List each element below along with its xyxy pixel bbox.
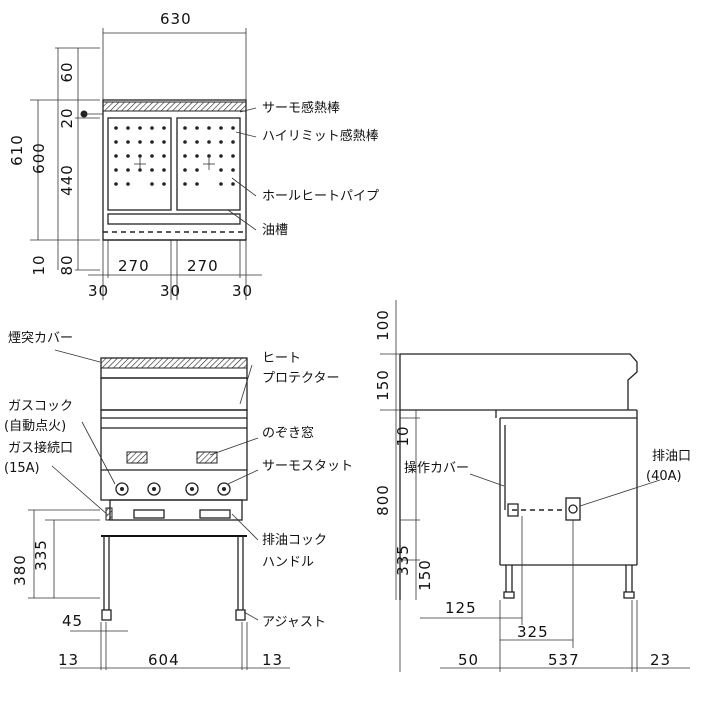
gas-cock-knob-1	[115, 482, 129, 496]
dim-610: 610	[8, 134, 26, 166]
dim-30-right: 30	[232, 282, 253, 300]
label-gas-inlet-1: ガス接続口	[8, 440, 73, 456]
label-oil-tank: 油槽	[262, 223, 288, 238]
gas-cock-knob-3	[185, 482, 199, 496]
dim-440: 440	[58, 164, 76, 196]
label-chimney-cover: 煙突カバー	[8, 330, 73, 346]
label-drain-cock-2: ハンドル	[262, 555, 314, 570]
dim-side-125: 125	[445, 599, 477, 617]
peep-window-left	[126, 451, 148, 464]
dim-30-left: 30	[88, 282, 109, 300]
dim-side-150-bottom: 150	[416, 559, 434, 591]
dim-front-335: 335	[32, 539, 50, 571]
dim-270-left: 270	[118, 257, 150, 275]
front-view: 380 335 45 13 604 13 煙突カバー ヒート プロテクター ガス…	[4, 330, 353, 670]
label-whole-heat-pipe: ホールヒートパイプ	[262, 189, 379, 204]
dim-front-45: 45	[62, 612, 83, 630]
dim-side-100: 100	[374, 309, 392, 341]
gas-cock-knob-2	[147, 482, 161, 496]
dim-side-10: 10	[394, 425, 412, 446]
dim-side-150-top: 150	[374, 369, 392, 401]
dim-10: 10	[30, 254, 48, 275]
top-view: 630 610 600 60 20 440 10 80	[8, 10, 379, 300]
dim-side-537: 537	[548, 651, 580, 669]
dim-front-380: 380	[11, 554, 29, 586]
heat-pipe-dots-left	[114, 126, 166, 186]
label-gas-cock-1: ガスコック	[8, 399, 73, 414]
label-drain-port-2: (40A)	[646, 469, 682, 484]
label-operation-cover: 操作カバー	[404, 460, 469, 476]
dim-front-13-right: 13	[262, 651, 283, 669]
dim-side-23: 23	[650, 651, 671, 669]
side-view: 100 150 10 800 335 150 125 325 50 537 23…	[374, 300, 691, 672]
dim-80: 80	[58, 254, 76, 275]
label-gas-inlet-2: (15A)	[4, 461, 40, 476]
dim-overall-width: 630	[160, 10, 192, 28]
label-heat-protector-1: ヒート	[262, 351, 301, 366]
peep-window-right	[196, 451, 218, 464]
label-peep-window: のぞき窓	[262, 425, 314, 441]
dim-270-right: 270	[187, 257, 219, 275]
dim-60: 60	[58, 61, 76, 82]
dim-600: 600	[30, 142, 48, 174]
label-high-limit-sensor: ハイリミット感熱棒	[262, 128, 379, 144]
dim-side-335: 335	[394, 544, 412, 576]
label-heat-protector-2: プロテクター	[262, 371, 339, 386]
dim-front-13-left: 13	[58, 651, 79, 669]
dim-20: 20	[58, 107, 76, 128]
dim-front-604: 604	[148, 651, 180, 669]
label-gas-cock-2: (自動点火)	[4, 419, 66, 434]
label-adjuster: アジャスト	[262, 615, 326, 630]
dim-side-800: 800	[374, 484, 392, 516]
dim-side-325: 325	[517, 623, 549, 641]
label-drain-cock-1: 排油コック	[262, 533, 327, 548]
dim-30-mid: 30	[160, 282, 181, 300]
label-drain-port-1: 排油口	[652, 449, 691, 464]
dim-side-50: 50	[458, 651, 479, 669]
gas-cock-knob-4	[217, 482, 231, 496]
label-thermo-sensor: サーモ感熱棒	[262, 100, 340, 116]
heat-pipe-dots-right	[183, 126, 235, 186]
label-thermostat: サーモスタット	[262, 459, 353, 474]
